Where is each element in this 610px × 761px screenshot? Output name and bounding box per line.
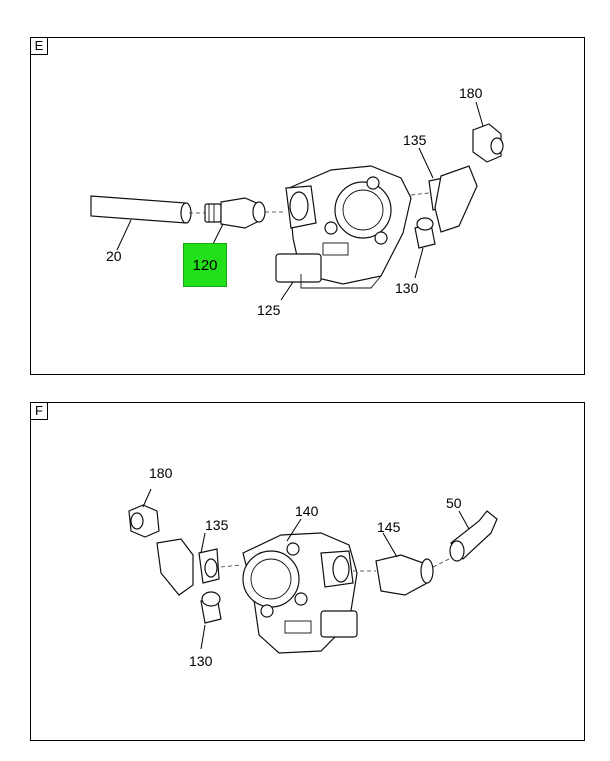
panel-label: E [31,38,48,55]
parts-illustration-f [128,488,498,654]
callout-135[interactable]: 135 [205,517,229,533]
callout-180[interactable]: 180 [459,85,483,101]
callout-180[interactable]: 180 [149,465,173,481]
diagram-panel-f: F 180 [30,402,585,741]
callout-130[interactable]: 130 [189,653,213,669]
callout-145[interactable]: 145 [377,519,401,535]
panel-label: F [31,403,48,420]
parts-illustration-e [90,101,504,301]
callout-140[interactable]: 140 [295,503,319,519]
callout-120-highlighted[interactable]: 120 [183,243,227,287]
callout-130[interactable]: 130 [395,280,419,296]
callout-125[interactable]: 125 [257,302,281,318]
diagram-panel-e: E [30,37,585,375]
callout-50[interactable]: 50 [446,495,462,511]
callout-135[interactable]: 135 [403,132,427,148]
callout-20[interactable]: 20 [106,248,122,264]
